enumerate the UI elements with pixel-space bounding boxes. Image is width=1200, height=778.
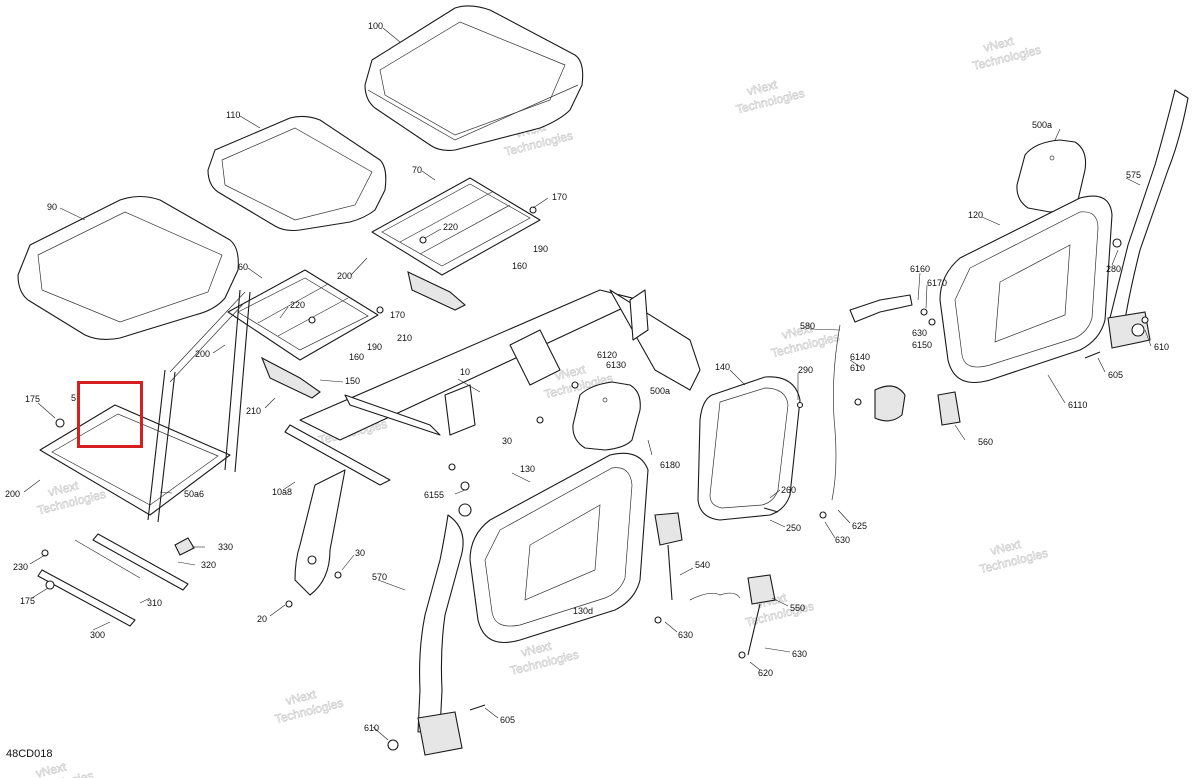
- callout-70[interactable]: 70: [412, 165, 422, 175]
- callout-labels: 100 110 90 70 60 170 220 190 160 200 220…: [5, 21, 1169, 733]
- callout-110[interactable]: 110: [226, 110, 240, 120]
- callout-605[interactable]: 605: [1108, 370, 1123, 380]
- callout-6130[interactable]: 6130: [606, 360, 626, 370]
- callout-130[interactable]: 130: [520, 464, 535, 474]
- callout-150[interactable]: 150: [345, 376, 360, 386]
- callout-130d[interactable]: 130d: [573, 606, 593, 616]
- callout-560[interactable]: 560: [978, 437, 993, 447]
- selected-part-highlight[interactable]: [77, 381, 143, 448]
- callout-220[interactable]: 220: [290, 300, 305, 310]
- callout-330[interactable]: 330: [218, 542, 233, 552]
- callout-610[interactable]: 610: [364, 723, 379, 733]
- buckle-550[interactable]: [747, 574, 776, 656]
- callout-320[interactable]: 320: [201, 560, 216, 570]
- callout-210[interactable]: 210: [397, 333, 412, 343]
- seat-cushion-110[interactable]: [207, 115, 387, 232]
- callout-175[interactable]: 175: [20, 596, 35, 606]
- callout-140[interactable]: 140: [715, 362, 730, 372]
- callout-90[interactable]: 90: [47, 202, 57, 212]
- seat-back-120[interactable]: [939, 195, 1113, 384]
- seat-belt-575[interactable]: [1107, 89, 1189, 349]
- callout-190[interactable]: 190: [367, 342, 382, 352]
- callout-630[interactable]: 630: [678, 630, 693, 640]
- seat-frame-70[interactable]: [371, 177, 541, 276]
- callout-10a8[interactable]: 10a8: [272, 487, 292, 497]
- callout-605[interactable]: 605: [500, 715, 515, 725]
- callout-10[interactable]: 10: [460, 367, 470, 377]
- callout-630[interactable]: 630: [912, 328, 927, 338]
- seat-base-frame-5[interactable]: [39, 289, 251, 523]
- callout-630[interactable]: 630: [792, 649, 807, 659]
- buckle-540[interactable]: [654, 512, 741, 601]
- seat-rails-300[interactable]: [37, 533, 195, 627]
- hardware: [41, 206, 1149, 751]
- callout-620[interactable]: 620: [758, 668, 773, 678]
- callout-610[interactable]: 610: [850, 363, 865, 373]
- seat-belt-570[interactable]: [417, 503, 472, 756]
- callout-290[interactable]: 290: [798, 365, 813, 375]
- callout-610[interactable]: 610: [1154, 342, 1169, 352]
- callout-30[interactable]: 30: [355, 548, 365, 558]
- callout-6120[interactable]: 6120: [597, 350, 617, 360]
- watermarks: vNext Technologies vNext Technologies vN…: [23, 33, 1076, 778]
- callout-250[interactable]: 250: [786, 523, 801, 533]
- callout-6170[interactable]: 6170: [927, 278, 947, 288]
- callout-580[interactable]: 580: [800, 321, 815, 331]
- callout-50a6[interactable]: 50a6: [184, 489, 204, 499]
- callout-550[interactable]: 550: [790, 603, 805, 613]
- callout-100[interactable]: 100: [368, 21, 383, 31]
- seat-back-140[interactable]: [697, 376, 801, 521]
- callout-5[interactable]: 5: [71, 393, 76, 403]
- callout-170[interactable]: 170: [390, 310, 405, 320]
- callout-200[interactable]: 200: [5, 489, 20, 499]
- callout-6150[interactable]: 6150: [912, 340, 932, 350]
- callout-60[interactable]: 60: [238, 262, 248, 272]
- callout-280[interactable]: 280: [1106, 264, 1121, 274]
- callout-160[interactable]: 160: [349, 352, 364, 362]
- callout-200[interactable]: 200: [337, 271, 352, 281]
- seat-slider-150[interactable]: [260, 271, 466, 399]
- callout-30[interactable]: 30: [502, 436, 512, 446]
- seat-back-130[interactable]: [469, 452, 649, 644]
- buckle-560[interactable]: [937, 391, 961, 426]
- callout-6140[interactable]: 6140: [850, 352, 870, 362]
- callout-500a[interactable]: 500a: [1032, 120, 1052, 130]
- callout-6110[interactable]: 6110: [1068, 400, 1087, 410]
- seat-frame-60[interactable]: [227, 269, 379, 361]
- callout-230[interactable]: 230: [13, 562, 28, 572]
- callout-570[interactable]: 570: [372, 572, 387, 582]
- callout-210[interactable]: 210: [246, 406, 261, 416]
- callout-6160[interactable]: 6160: [910, 264, 930, 274]
- callout-175[interactable]: 175: [25, 394, 40, 404]
- callout-500a[interactable]: 500a: [650, 386, 670, 396]
- callout-6180[interactable]: 6180: [660, 460, 680, 470]
- callout-20[interactable]: 20: [257, 614, 267, 624]
- cross-member-10[interactable]: [284, 289, 701, 486]
- callout-575[interactable]: 575: [1126, 170, 1141, 180]
- callout-200[interactable]: 200: [195, 349, 210, 359]
- callout-120[interactable]: 120: [968, 210, 983, 220]
- headrest-500a-mid[interactable]: [572, 381, 641, 451]
- callout-625[interactable]: 625: [852, 521, 867, 531]
- callout-300[interactable]: 300: [90, 630, 105, 640]
- callout-220[interactable]: 220: [443, 222, 458, 232]
- leader-lines: [23, 27, 1152, 741]
- seat-cushion-90[interactable]: [17, 195, 239, 341]
- callout-540[interactable]: 540: [695, 560, 710, 570]
- callout-630[interactable]: 630: [835, 535, 850, 545]
- callout-170[interactable]: 170: [552, 192, 567, 202]
- callout-260[interactable]: 260: [781, 485, 796, 495]
- seat-cushion-100[interactable]: [364, 5, 584, 151]
- callout-6155[interactable]: 6155: [424, 490, 444, 500]
- callout-190[interactable]: 190: [533, 244, 548, 254]
- callout-310[interactable]: 310: [147, 598, 162, 608]
- seat-belt-580[interactable]: [831, 294, 913, 501]
- support-bracket-30[interactable]: [294, 469, 346, 596]
- diagram-code: 48CD018: [6, 748, 53, 760]
- callout-160[interactable]: 160: [512, 261, 527, 271]
